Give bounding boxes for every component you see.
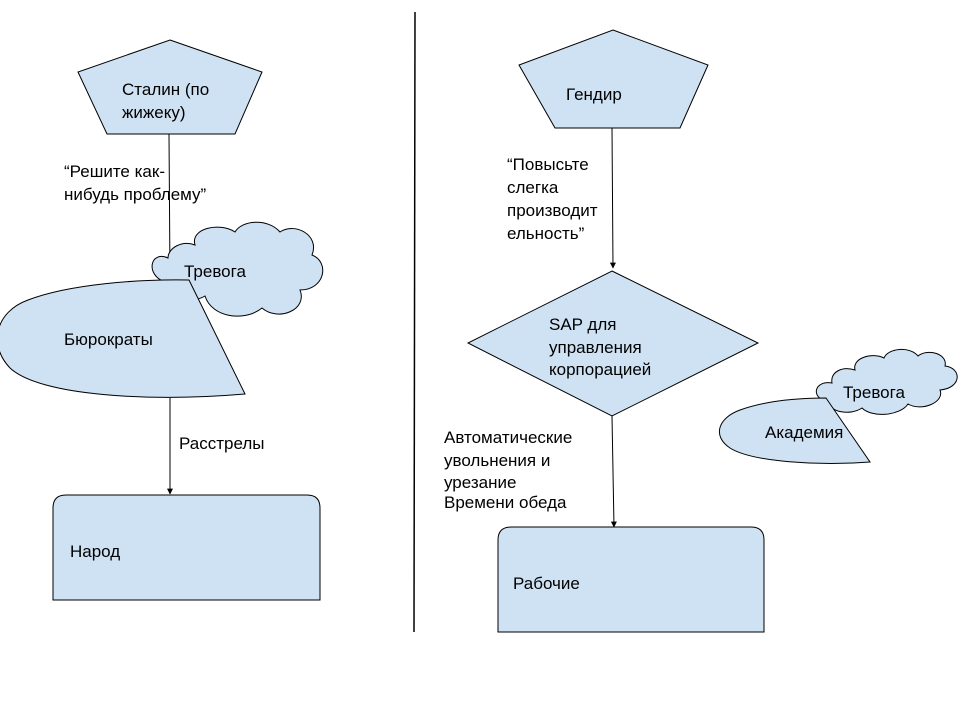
right-anxiety-label: Тревога bbox=[843, 383, 905, 402]
left-instruction-label: “Решите как- нибудь проблему” bbox=[64, 162, 207, 204]
left-people-node[interactable]: Народ bbox=[52, 494, 321, 601]
left-stalin-node[interactable]: Сталин (по жижеку) bbox=[77, 39, 263, 135]
right-anxiety-cloud[interactable]: Тревога bbox=[816, 349, 958, 415]
right-instruction-label: “Повысьте слегка производит ельность” bbox=[507, 155, 602, 243]
right-academia-node[interactable]: Академия bbox=[719, 397, 871, 464]
right-ceo-label: Гендир bbox=[566, 85, 622, 104]
right-academia-label: Академия bbox=[765, 423, 843, 442]
center-divider bbox=[413, 11, 416, 633]
left-action-label: Расстрелы bbox=[179, 434, 265, 453]
right-sap-label: SAP для управления корпорацией bbox=[549, 315, 651, 379]
right-sap-node[interactable]: SAP для управления корпорацией bbox=[466, 270, 760, 417]
left-bureaucrats-label: Бюрократы bbox=[64, 330, 153, 349]
left-anxiety-label: Тревога bbox=[184, 262, 246, 281]
right-arrow-sap-to-workers bbox=[610, 415, 617, 528]
left-stalin-label: Сталин (по жижеку) bbox=[122, 80, 214, 122]
right-action-label: Автоматические увольнения и урезание Вре… bbox=[444, 428, 577, 512]
right-workers-node[interactable]: Рабочие bbox=[497, 526, 765, 633]
right-workers-label: Рабочие bbox=[513, 574, 580, 593]
right-ceo-node[interactable]: Гендир bbox=[518, 29, 709, 129]
left-people-label: Народ bbox=[70, 542, 120, 561]
right-arrow-ceo-to-sap bbox=[609, 127, 616, 269]
left-bureaucrats-node[interactable]: Бюрократы bbox=[0, 279, 246, 398]
